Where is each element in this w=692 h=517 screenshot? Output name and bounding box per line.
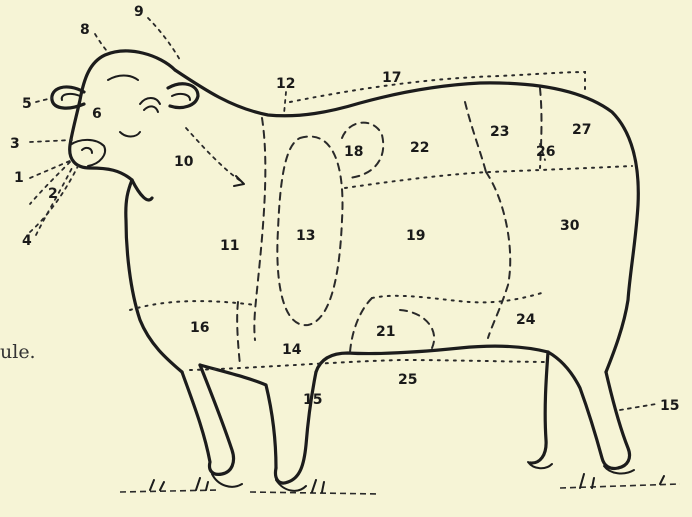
leader-5: [36, 98, 52, 102]
label-24: 24: [516, 312, 536, 328]
label-17: 17: [382, 70, 401, 86]
label-6: 6: [92, 106, 102, 122]
cheek-mark: [120, 132, 140, 137]
grass-tufts: [150, 474, 664, 492]
label-9: 9: [134, 4, 144, 20]
front-leg-outline: [276, 372, 317, 483]
label-1: 1: [14, 170, 24, 186]
eye: [140, 98, 160, 112]
far-hind-leg-outline: [530, 352, 548, 463]
leader-10: [186, 128, 242, 182]
label-3: 3: [10, 136, 20, 152]
chest-outline: [126, 180, 182, 372]
leader-3: [30, 140, 72, 142]
label-30: 30: [560, 218, 580, 234]
label-12: 12: [276, 76, 295, 92]
head-outline: [70, 51, 175, 180]
cut-line-round: [486, 172, 510, 338]
leader-9: [148, 18, 180, 60]
label-2: 2: [48, 186, 58, 202]
label-4: 4: [22, 233, 32, 249]
label-13: 13: [296, 228, 315, 244]
label-27: 27: [572, 122, 591, 138]
arrow-10: [234, 176, 244, 186]
leader-15b: [620, 404, 656, 410]
label-19: 19: [406, 228, 425, 244]
label-11: 11: [220, 238, 239, 254]
label-10: 10: [174, 154, 194, 170]
left-ear-inner: [62, 94, 80, 100]
label-18: 18: [344, 144, 363, 160]
far-front-leg-outline: [182, 365, 234, 474]
cut-line-shoulder: [254, 118, 265, 340]
cut-line-loin-divider: [465, 102, 486, 172]
leader-8: [95, 34, 108, 52]
label-14: 14: [282, 342, 302, 358]
ground-line: [120, 484, 680, 494]
label-5: 5: [22, 96, 32, 112]
label-23: 23: [490, 124, 509, 140]
label-16: 16: [190, 320, 209, 336]
label-15-hind: 15: [660, 398, 679, 414]
leader-1: [30, 160, 72, 178]
label-26: 26: [536, 144, 555, 160]
label-8: 8: [80, 22, 90, 38]
cut-line-plate: [350, 298, 372, 352]
front-hooves: [212, 474, 306, 491]
label-25: 25: [398, 372, 417, 388]
cut-line-shoulder-lower: [130, 301, 255, 310]
cut-line-brisket: [400, 310, 434, 348]
label-22: 22: [410, 140, 429, 156]
cut-line-flank: [372, 292, 545, 302]
cut-line-shank: [190, 360, 548, 370]
caption-fragment: ule.: [0, 341, 36, 363]
label-15: 15: [303, 392, 322, 408]
cut-line-fore-shank: [237, 302, 240, 365]
label-21: 21: [376, 324, 395, 340]
dewlap-outline: [132, 180, 152, 200]
nostril: [82, 148, 92, 153]
right-ear-inner: [172, 94, 190, 100]
leader-12: [284, 92, 286, 114]
hind-leg-outline: [548, 352, 630, 469]
front-leg-back-outline: [200, 365, 276, 468]
brow-mark: [108, 76, 138, 81]
